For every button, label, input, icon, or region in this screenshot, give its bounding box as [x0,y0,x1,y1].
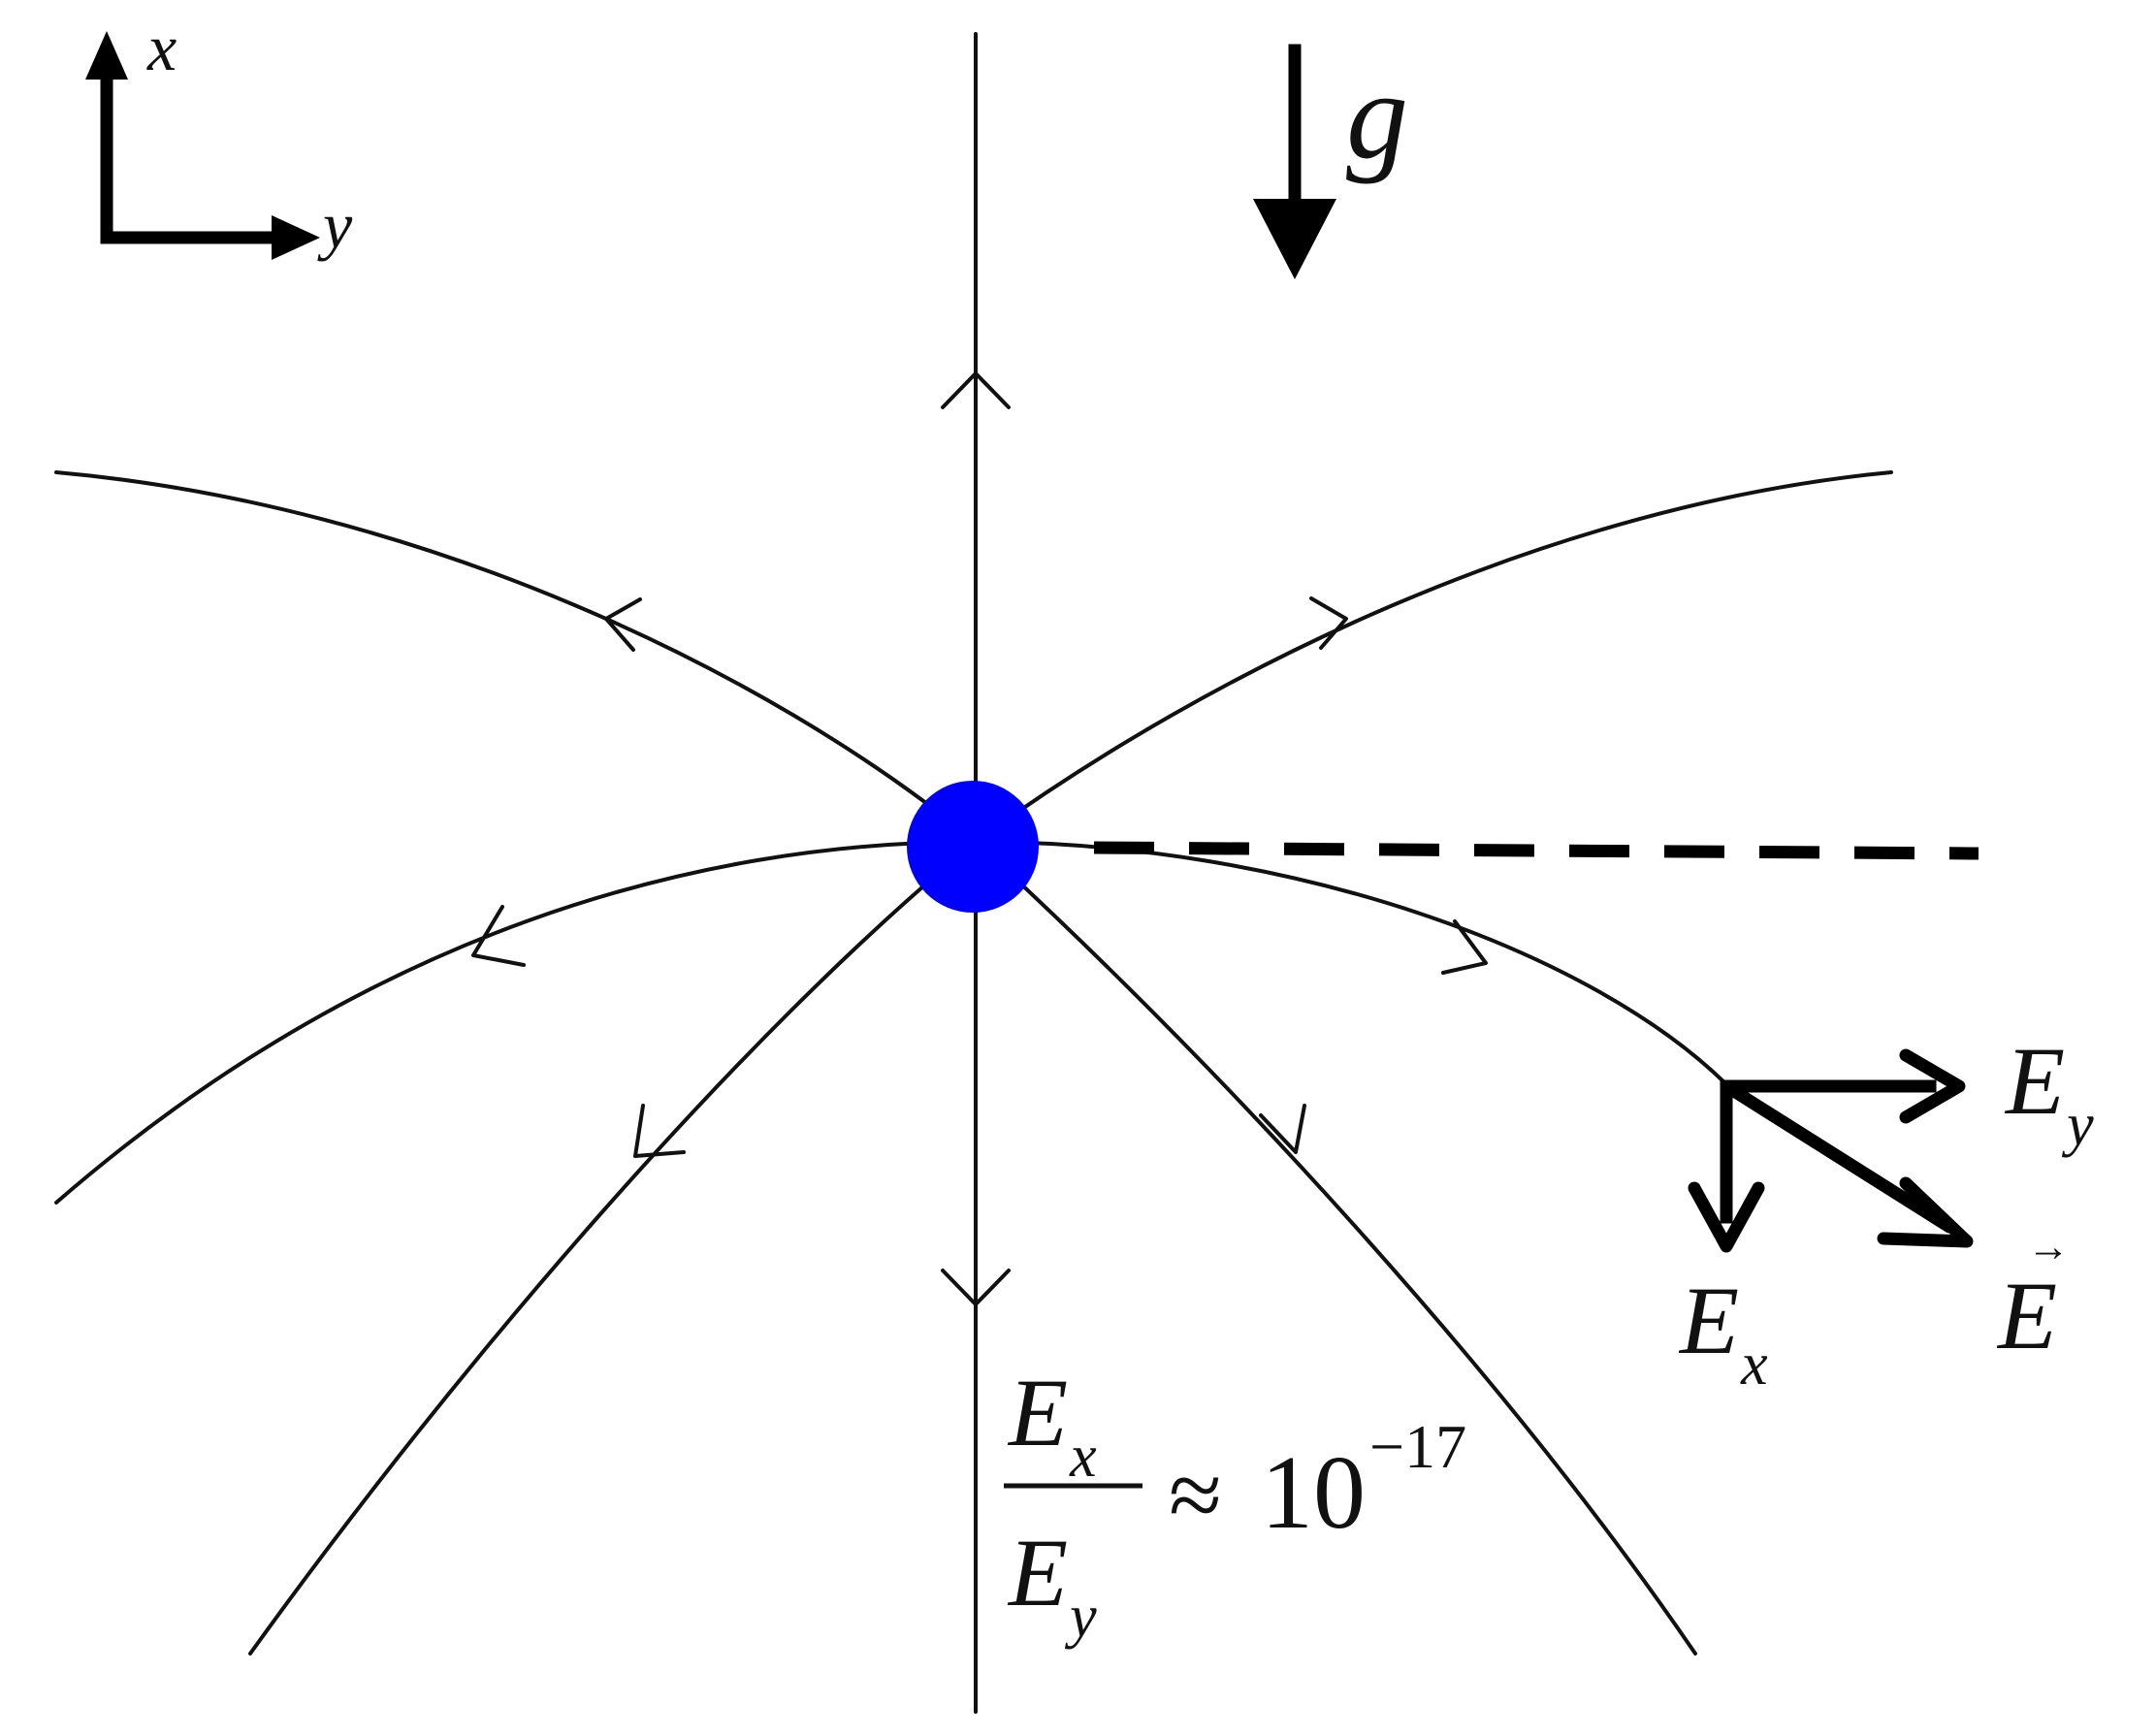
field-line-lower-right [974,840,1697,1656]
gravity-arrow-head [1253,199,1336,279]
arrow-vertical-up [941,371,1011,409]
point-charge [907,781,1039,913]
field-line-direction-arrows [471,371,1488,1306]
ratio-approx-sign: ≈ [1169,1441,1222,1549]
arrow-upper-right [1309,596,1348,650]
ex-label: Ex [1678,1267,1768,1398]
arrow-upper-left [604,597,642,652]
arrow-vertical-down [941,1269,1011,1306]
gravity-indicator: g [1253,44,1408,279]
ratio-denominator: Ey [1007,1519,1097,1650]
field-components [1688,1048,1974,1253]
x-axis-arrow-head [85,31,128,80]
ey-arrow-head [1899,1048,1966,1124]
arrow-middle-left [471,905,526,967]
field-lines [54,32,1893,1714]
axes-indicator: x y [85,11,353,262]
arrow-lower-left [633,1104,686,1158]
e-arrow-shaft [1720,1079,1956,1234]
e-vector-label: E [1996,1262,2057,1369]
ex-arrow-head [1688,1181,1765,1253]
e-arrow-head [1877,1176,1974,1248]
field-line-middle-right [974,840,1728,1086]
gravity-label: g [1346,47,1408,184]
ratio-numerator: Ex [1007,1359,1097,1490]
field-line-upper-right [974,470,1893,844]
ratio-power: 10−17 [1261,1412,1466,1551]
field-line-lower-left [248,840,978,1656]
ey-label: Ey [2004,1027,2094,1158]
arrow-middle-right [1441,919,1488,975]
e-vector-arrow-accent: → [2027,1223,2070,1270]
ratio-equation: Ex Ey ≈ 10−17 [1004,1359,1466,1650]
y-axis-arrow-head [272,215,320,260]
component-labels: Ey Ex → E [1678,1027,2094,1398]
y-axis-label: y [317,188,353,262]
arrow-lower-right [1259,1104,1306,1154]
x-axis-label: x [146,11,177,84]
field-line-upper-left [54,470,978,844]
horizontal-reference-line [1093,841,1979,860]
field-line-middle-left [54,840,978,1205]
